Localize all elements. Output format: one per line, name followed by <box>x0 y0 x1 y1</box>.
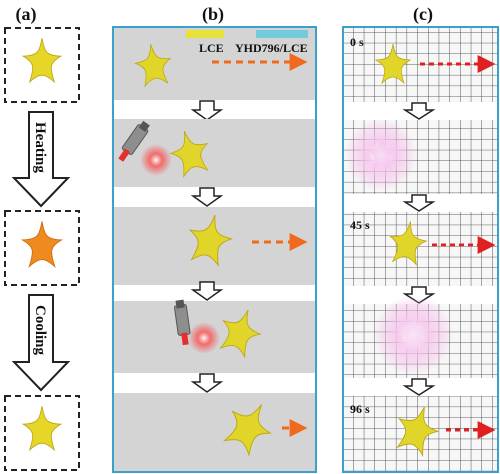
down-arrow-icon <box>11 111 71 208</box>
panel-a-label: (a) <box>16 4 37 25</box>
panel-c: 0 s 45 s 96 s <box>342 26 499 473</box>
panel-a-heated-box <box>4 210 80 286</box>
down-arrow-icon <box>190 373 224 393</box>
down-arrow-icon <box>190 100 224 121</box>
laser-pen-icon <box>118 120 150 162</box>
down-arrow-icon <box>402 102 436 120</box>
grid-frame-3 <box>344 212 497 286</box>
down-arrow-icon <box>190 281 224 301</box>
down-arrow-icon <box>402 378 436 396</box>
panel-c-label: (c) <box>413 4 433 25</box>
down-arrow-icon <box>190 187 224 207</box>
panel-b-label: (b) <box>202 4 224 25</box>
cooling-arrow: Cooling <box>11 294 71 392</box>
laser-pen-icon <box>174 299 191 346</box>
down-arrow-icon <box>402 194 436 212</box>
band-5 <box>114 393 315 471</box>
legend-label-lce: LCE <box>199 41 224 55</box>
panel-a-cooled-box <box>4 395 80 471</box>
heating-label: Heating <box>32 122 48 173</box>
legend-swatch-yhd <box>256 30 308 38</box>
panel-a-initial-box <box>4 27 80 103</box>
time-label-0s: 0 s <box>350 35 364 49</box>
legend-swatch-lce <box>186 30 224 38</box>
down-arrow-icon <box>11 294 71 392</box>
time-label-45s: 45 s <box>350 218 370 232</box>
panel-b: LCE YHD796/LCE <box>112 26 317 473</box>
legend-label-yhd: YHD796/LCE <box>235 41 308 55</box>
time-label-96s: 96 s <box>350 402 370 416</box>
cooling-label: Cooling <box>32 305 48 356</box>
heating-arrow: Heating <box>11 111 71 208</box>
